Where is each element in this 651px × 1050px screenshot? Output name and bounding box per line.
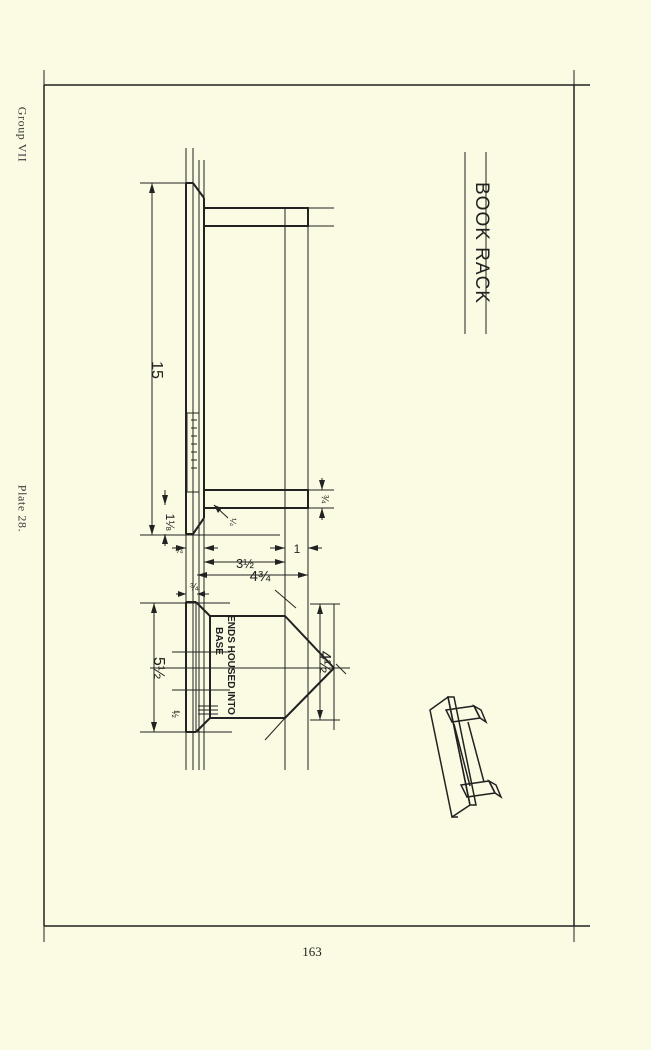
inner-width-dimension: 3½ bbox=[236, 556, 254, 571]
notes: ENDS HOUSED INTO BASE bbox=[213, 615, 236, 715]
half-dimension: ½ bbox=[170, 710, 180, 718]
left-three-quarter-dimension: ¾ bbox=[190, 582, 199, 593]
title-block: BOOK RACK bbox=[464, 152, 492, 334]
drawing-frame bbox=[43, 70, 590, 942]
base-note: BASE bbox=[213, 627, 224, 655]
one-eighth-dimension: 1⅛ bbox=[163, 514, 177, 532]
quarter-dimension: ¼ bbox=[175, 545, 183, 555]
book-rack-isometric-sketch bbox=[429, 695, 503, 819]
page-number: 163 bbox=[302, 944, 322, 959]
drawing-title: BOOK RACK bbox=[471, 182, 492, 304]
ends-housed-note: ENDS HOUSED INTO bbox=[225, 615, 236, 715]
dimension-labels: 15 5½ 4½ 4¾ 3½ 1 ¾ 1⅛ ¼ ¾ ½ ¼ bbox=[148, 361, 333, 718]
offset-dimension: 1 bbox=[294, 542, 301, 556]
small-quarter-dimension: ¼ bbox=[228, 518, 238, 526]
end-height-dimension: 5½ bbox=[150, 657, 167, 679]
length-dimension: 15 bbox=[148, 361, 165, 379]
end-width-dimension: 4¾ bbox=[250, 568, 271, 585]
foot-thickness-dimension: ¾ bbox=[319, 495, 330, 504]
dimension-lines bbox=[149, 183, 325, 732]
end-top-dimension: 4½ bbox=[316, 651, 333, 673]
elevation-view bbox=[140, 148, 350, 770]
